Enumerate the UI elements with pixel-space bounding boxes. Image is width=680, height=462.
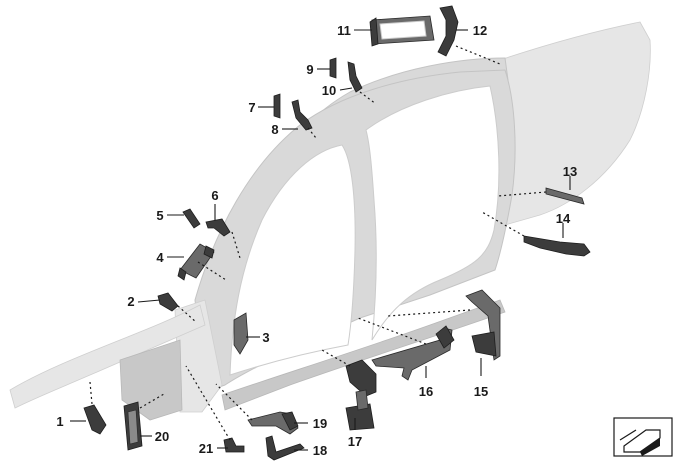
callout-7[interactable]: 7	[248, 100, 255, 115]
callout-11[interactable]: 11	[337, 23, 351, 38]
callout-2[interactable]: 2	[127, 294, 134, 309]
parts	[83, 5, 591, 461]
part-16[interactable]	[371, 325, 455, 381]
part-10[interactable]	[347, 61, 363, 93]
part-11[interactable]	[369, 15, 435, 47]
callout-13[interactable]: 13	[563, 164, 577, 179]
callout-14[interactable]: 14	[556, 211, 571, 226]
part-7[interactable]	[273, 93, 281, 119]
rear-quarter-panel	[497, 21, 651, 226]
part-14[interactable]	[523, 235, 591, 257]
part-8[interactable]	[291, 99, 313, 131]
callout-labels: 1 2 3 4 5 6 7 8 9 10 11 12 13 14 15 16 1…	[56, 23, 577, 458]
callout-17[interactable]: 17	[348, 434, 362, 449]
part-21[interactable]	[223, 437, 245, 453]
callout-19[interactable]: 19	[313, 416, 327, 431]
leader-lines	[70, 29, 571, 451]
vehicle-orientation-icon	[613, 417, 673, 457]
callout-6[interactable]: 6	[211, 188, 218, 203]
part-19[interactable]	[247, 411, 299, 435]
part-18[interactable]	[265, 435, 305, 461]
callout-9[interactable]: 9	[306, 62, 313, 77]
part-9[interactable]	[329, 57, 337, 79]
callout-4[interactable]: 4	[156, 250, 164, 265]
side-sill	[221, 299, 506, 411]
part-2[interactable]	[157, 292, 179, 312]
body-side-frame	[9, 21, 651, 421]
part-6[interactable]	[205, 218, 231, 237]
part-5[interactable]	[182, 208, 201, 229]
callout-18[interactable]: 18	[313, 443, 327, 458]
rear-door-opening	[365, 85, 500, 341]
callout-21[interactable]: 21	[199, 441, 213, 456]
dotted-leaders	[89, 45, 547, 441]
part-12[interactable]	[437, 5, 459, 57]
callout-12[interactable]: 12	[473, 23, 487, 38]
part-4[interactable]	[177, 243, 215, 281]
part-15[interactable]	[465, 289, 501, 361]
part-20[interactable]	[123, 401, 143, 451]
front-wheelhouse	[119, 339, 183, 421]
callout-3[interactable]: 3	[262, 330, 269, 345]
callout-15[interactable]: 15	[474, 384, 488, 399]
callout-20[interactable]: 20	[155, 429, 169, 444]
callout-10[interactable]: 10	[322, 83, 336, 98]
callout-8[interactable]: 8	[271, 122, 278, 137]
part-3[interactable]	[233, 312, 249, 355]
callout-1[interactable]: 1	[56, 414, 63, 429]
front-side-rail	[9, 304, 206, 409]
part-17[interactable]	[345, 359, 377, 431]
part-1[interactable]	[83, 404, 107, 435]
callout-16[interactable]: 16	[419, 384, 433, 399]
callout-5[interactable]: 5	[156, 208, 163, 223]
front-door-opening	[229, 144, 356, 376]
